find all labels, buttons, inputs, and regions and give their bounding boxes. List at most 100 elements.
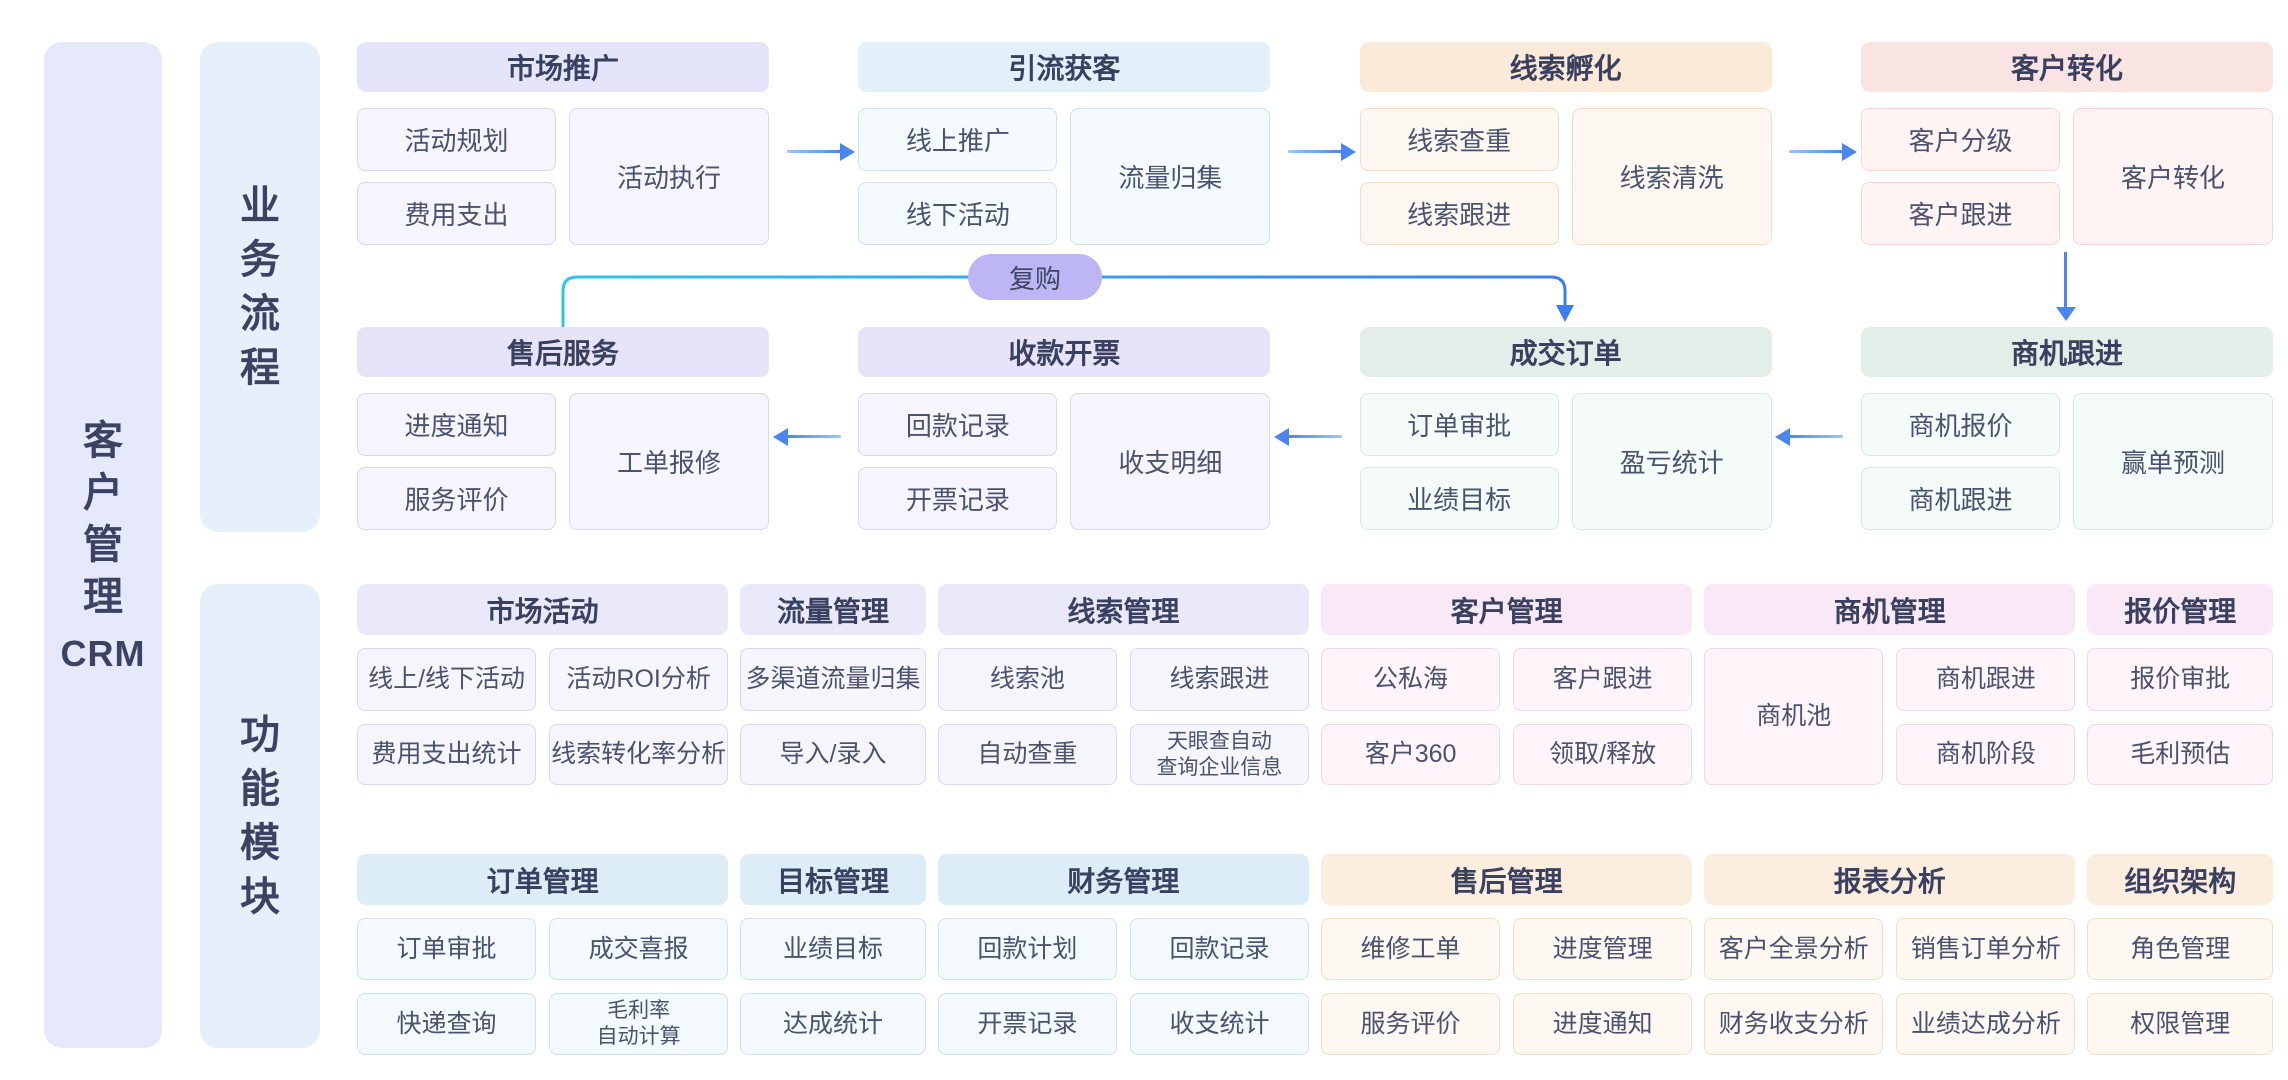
module-group-header: 报表分析: [1704, 854, 2076, 905]
arrow-right-icon: [1287, 142, 1356, 161]
vertical-char: 流: [240, 292, 280, 336]
module-item-box: 商机阶段: [1896, 724, 2076, 785]
flow-item-box: 客户跟进: [1860, 182, 2060, 245]
flow-group-items: 订单审批业绩目标盈亏统计: [1359, 393, 1772, 530]
module-group: 售后管理维修工单服务评价进度管理进度通知: [1321, 854, 1693, 1055]
flow-item-box: 商机报价: [1860, 393, 2060, 456]
module-group: 商机管理商机池商机跟进商机阶段: [1704, 584, 2076, 785]
flow-group-header: 收款开票: [858, 327, 1271, 377]
module-item-box: 线上/线下活动: [357, 648, 537, 711]
flow-group-small-column: 回款记录开票记录: [858, 393, 1058, 530]
module-item-box: 自动查重: [937, 724, 1117, 785]
module-group-header: 订单管理: [357, 854, 729, 905]
vertical-char: 功: [240, 713, 280, 757]
module-item-box: 公私海: [1321, 648, 1501, 711]
module-item-box: 开票记录: [937, 993, 1117, 1055]
flow-arrow-cell: [1270, 327, 1359, 530]
module-group: 线索管理线索池自动查重线索跟进天眼查自动 查询企业信息: [937, 584, 1309, 785]
flow-item-box-large: 收支明细: [1070, 393, 1271, 530]
arrow-left-icon: [772, 427, 841, 446]
module-item-box: 角色管理: [2087, 918, 2273, 980]
module-item-box: 订单审批: [357, 918, 537, 980]
module-item-box: 销售订单分析: [1896, 918, 2076, 980]
flow-group-small-column: 线上推广线下活动: [858, 108, 1058, 245]
module-item-box: 权限管理: [2087, 993, 2273, 1055]
module-group-items: 多渠道流量归集导入/录入: [740, 648, 926, 785]
flow-item-box-large: 活动执行: [569, 108, 769, 245]
vertical-char: 块: [240, 875, 280, 919]
module-item-box: 客户360: [1321, 724, 1501, 785]
module-item-box: 活动ROI分析: [549, 648, 729, 711]
function-modules-label-column: 功能模块: [200, 584, 320, 1048]
module-group: 组织架构角色管理权限管理: [2087, 854, 2273, 1055]
module-item-box: 商机跟进: [1896, 648, 2076, 711]
flow-group-items: 回款记录开票记录收支明细: [858, 393, 1271, 530]
module-item-box: 报价审批: [2087, 648, 2273, 711]
modules-row-top: 市场活动线上/线下活动费用支出统计活动ROI分析线索转化率分析流量管理多渠道流量…: [357, 584, 2273, 785]
module-item-box: 回款计划: [937, 918, 1117, 980]
flow-arrow-cell: [1772, 327, 1861, 530]
flow-item-box: 活动规划: [357, 108, 556, 171]
module-item-box: 成交喜报: [549, 918, 729, 980]
module-item-box: 多渠道流量归集: [740, 648, 926, 711]
module-group: 市场活动线上/线下活动费用支出统计活动ROI分析线索转化率分析: [357, 584, 729, 785]
business-flow-label-column: 业务流程: [200, 42, 320, 532]
flow-item-box: 订单审批: [1359, 393, 1559, 456]
arrow-right-icon: [1789, 142, 1858, 161]
flow-group-header: 成交订单: [1359, 327, 1772, 377]
business-flow-area: 市场推广活动规划费用支出活动执行引流获客线上推广线下活动流量归集线索孵化线索查重…: [357, 42, 2273, 534]
flow-group-items: 客户分级客户跟进客户转化: [1860, 108, 2273, 245]
module-item-box: 快递查询: [357, 993, 537, 1055]
flow-item-box-large: 盈亏统计: [1571, 393, 1772, 530]
flow-group-items: 商机报价商机跟进赢单预测: [1860, 393, 2273, 530]
flow-group: 客户转化客户分级客户跟进客户转化: [1860, 42, 2273, 245]
vertical-char: 户: [83, 471, 123, 515]
module-item-box: 进度管理: [1513, 918, 1693, 980]
module-group-items: 维修工单服务评价进度管理进度通知: [1321, 918, 1693, 1055]
flow-item-box: 线索查重: [1359, 108, 1559, 171]
module-group-header: 组织架构: [2087, 854, 2273, 905]
vertical-char: 客: [83, 419, 123, 463]
flow-item-box: 费用支出: [357, 182, 556, 245]
flow-item-box: 线索跟进: [1359, 182, 1559, 245]
module-group-items: 回款计划开票记录回款记录收支统计: [937, 918, 1309, 1055]
module-group-items: 业绩目标达成统计: [740, 918, 926, 1055]
flow-item-box-large: 赢单预测: [2072, 393, 2273, 530]
crm-title-vertical: 客户管理: [83, 415, 123, 623]
flow-item-box-large: 工单报修: [569, 393, 769, 530]
module-item-box: 维修工单: [1321, 918, 1501, 980]
module-item-box: 毛利预估: [2087, 724, 2273, 785]
vertical-char: 模: [240, 821, 280, 865]
module-group-items: 线上/线下活动费用支出统计活动ROI分析线索转化率分析: [357, 648, 729, 785]
function-modules-label: 功能模块: [240, 708, 280, 924]
module-group: 报价管理报价审批毛利预估: [2087, 584, 2273, 785]
flow-item-box: 服务评价: [357, 467, 556, 530]
module-item-box: 线索转化率分析: [549, 724, 729, 785]
module-group-header: 市场活动: [357, 584, 729, 635]
module-item-box: 线索跟进: [1129, 648, 1309, 711]
module-item-box: 服务评价: [1321, 993, 1501, 1055]
module-group-header: 报价管理: [2087, 584, 2273, 635]
module-item-box: 回款记录: [1129, 918, 1309, 980]
module-item-box: 商机池: [1704, 648, 1884, 785]
flow-arrow-cell: [769, 42, 858, 245]
module-item-box: 天眼查自动 查询企业信息: [1129, 724, 1309, 785]
module-group-header: 线索管理: [937, 584, 1309, 635]
flow-item-box-large: 客户转化: [2072, 108, 2273, 245]
module-group-header: 财务管理: [937, 854, 1309, 905]
module-group-items: 线索池自动查重线索跟进天眼查自动 查询企业信息: [937, 648, 1309, 785]
module-item-box: 业绩目标: [740, 918, 926, 980]
vertical-char: 理: [83, 575, 123, 619]
vertical-char: 业: [240, 184, 280, 228]
flow-item-box: 进度通知: [357, 393, 556, 456]
flow-group: 引流获客线上推广线下活动流量归集: [858, 42, 1271, 245]
flow-group-header: 客户转化: [1860, 42, 2273, 92]
crm-subtitle: CRM: [60, 633, 146, 674]
module-item-box: 达成统计: [740, 993, 926, 1055]
flow-item-box: 商机跟进: [1860, 467, 2060, 530]
module-group-header: 商机管理: [1704, 584, 2076, 635]
module-item-box: 毛利率 自动计算: [549, 993, 729, 1055]
repurchase-badge: 复购: [968, 254, 1102, 300]
vertical-char: 管: [83, 523, 123, 567]
